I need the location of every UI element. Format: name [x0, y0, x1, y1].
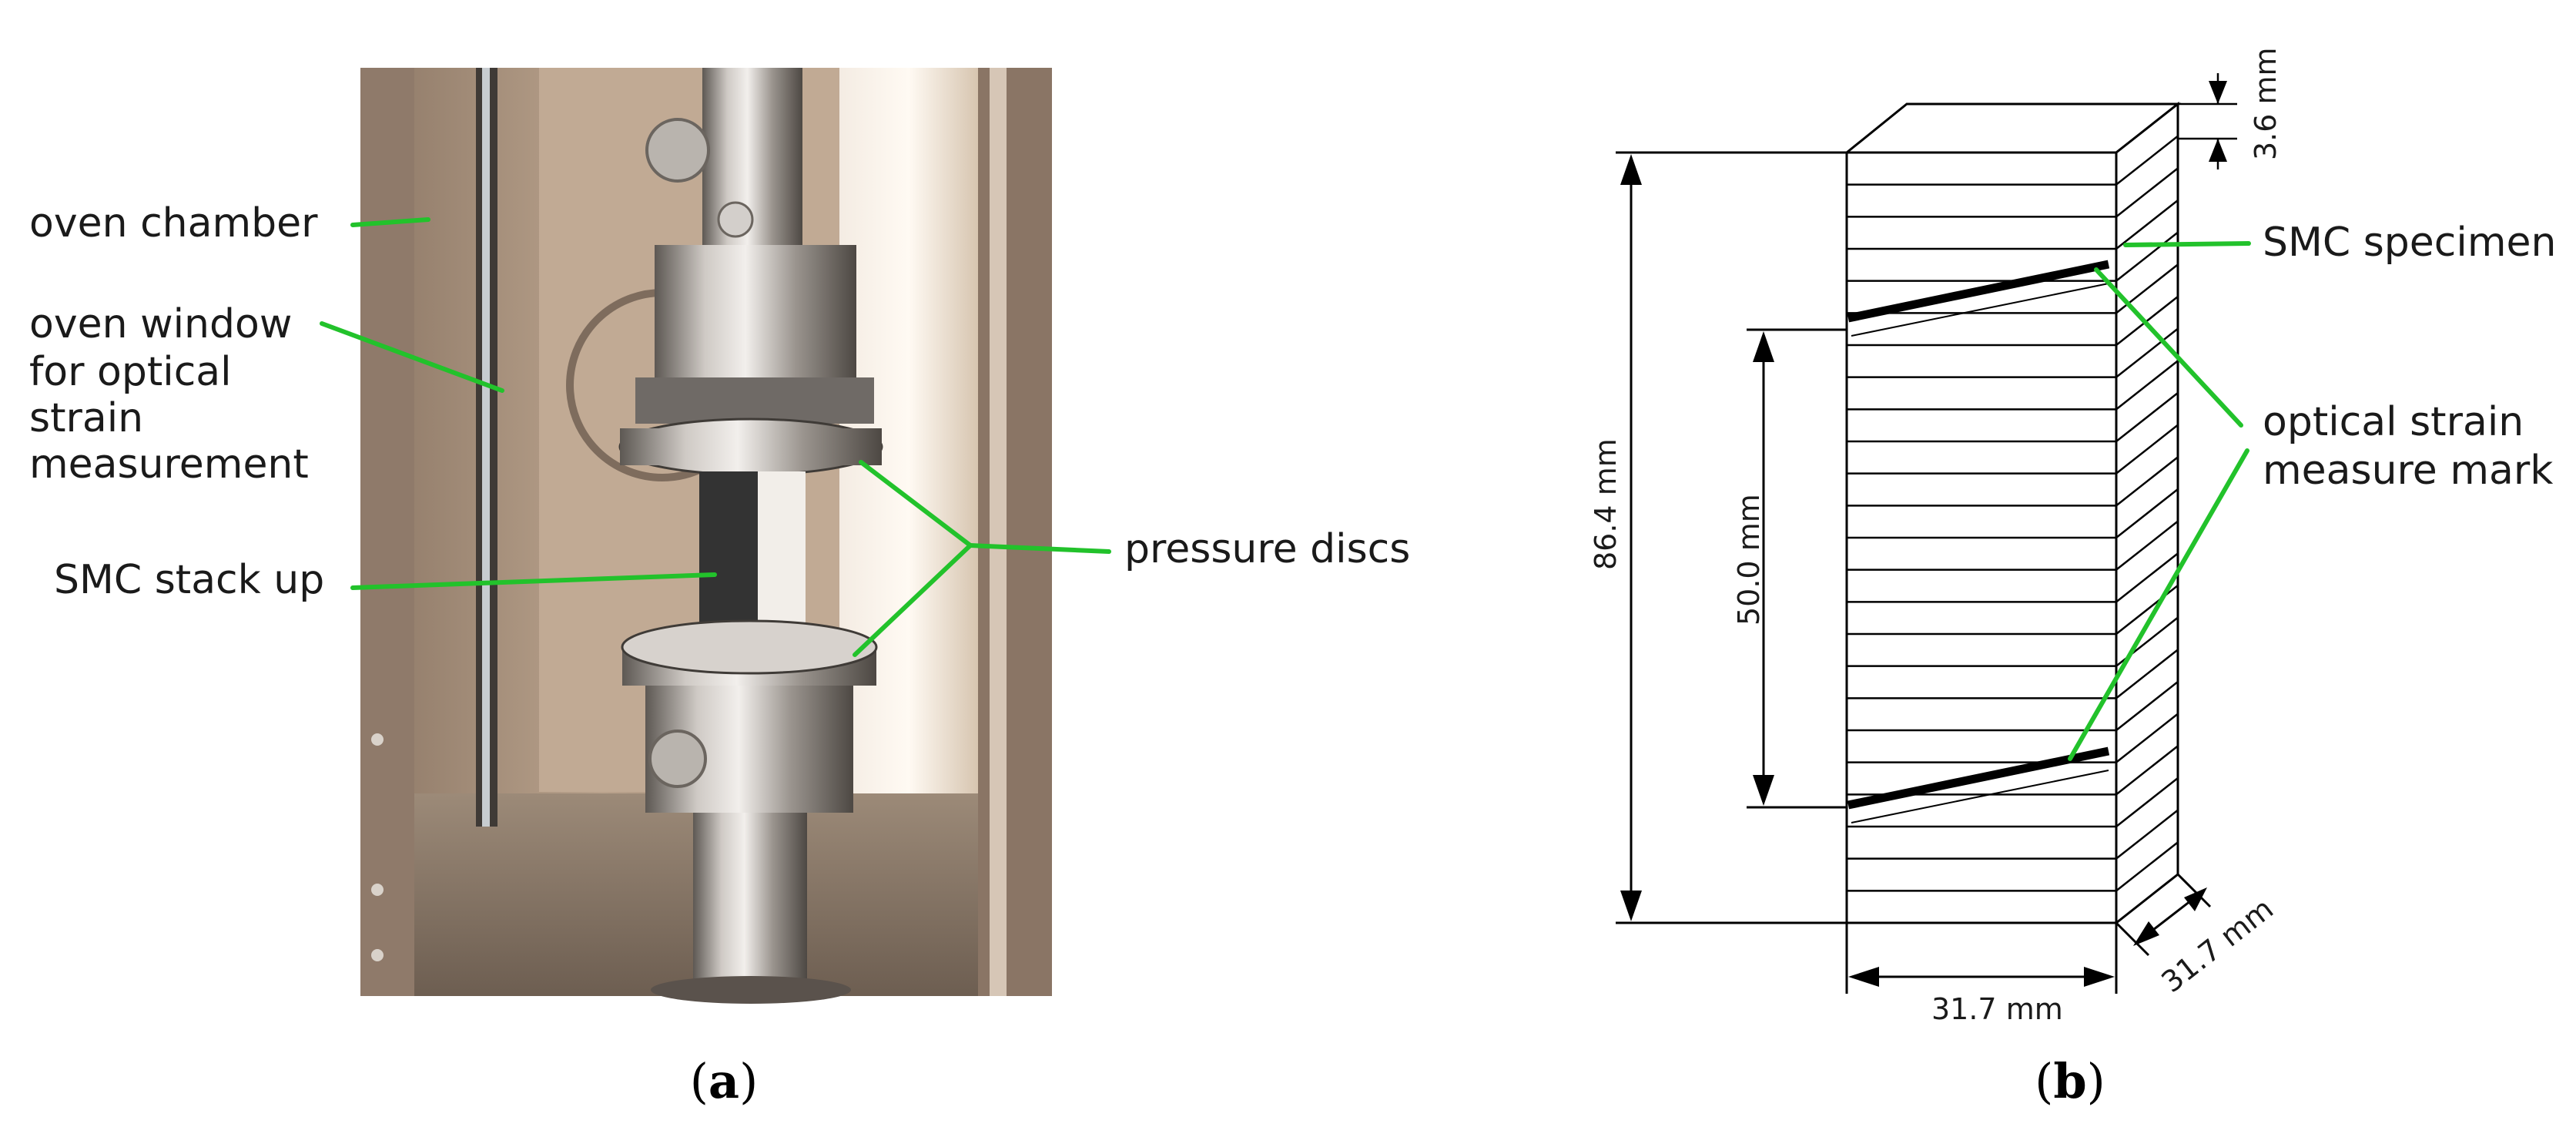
- label-pressure-discs: pressure discs: [1124, 526, 1410, 572]
- dim-width-arrow-left: [1848, 967, 1879, 987]
- side-layer-line: [2115, 200, 2179, 250]
- side-layer-line: [2115, 520, 2179, 571]
- side-layer-line: [2115, 456, 2179, 507]
- dim-width-label: 31.7 mm: [1931, 992, 2063, 1026]
- label-strain-mark-line-2: measure mark: [2263, 448, 2553, 494]
- lower-rod: [693, 813, 807, 996]
- dim-depth-label: 31.7 mm: [2155, 891, 2280, 999]
- side-layer-line: [2115, 777, 2179, 827]
- leader-strain-mark-top: [2094, 267, 2243, 428]
- strain-mark-bottom-shadow: [1851, 770, 2109, 823]
- specimen-layer-lines: [1847, 135, 2179, 892]
- caption-b: (b): [2035, 1053, 2105, 1109]
- leader-oven-chamber: [350, 217, 430, 227]
- dim-height-arrow-top: [1620, 154, 1642, 185]
- dim-gauge-arrow-top: [1753, 331, 1774, 362]
- strain-mark-top: [1847, 260, 2110, 323]
- side-layer-line: [2115, 167, 2179, 218]
- caption-a: (a): [690, 1053, 759, 1109]
- upper-knob: [645, 118, 710, 183]
- frame-screw-2: [371, 884, 384, 896]
- side-layer-line: [2115, 424, 2179, 475]
- side-layer-line: [2115, 745, 2179, 796]
- oven-right-edge: [990, 68, 1007, 996]
- dim-layer-arrow-top: [2209, 81, 2227, 104]
- lower-pressure-disc: [621, 619, 878, 675]
- panel-b-labels: SMC specimen optical strain measure mark: [2068, 220, 2556, 761]
- side-layer-line: [2115, 135, 2179, 186]
- dim-depth-back-ext: [2176, 873, 2212, 908]
- leader-smc-specimen: [2123, 241, 2251, 247]
- label-oven-window-line-3: strain: [29, 395, 143, 441]
- upper-pin: [717, 201, 754, 238]
- oven-right-frame: [978, 68, 1052, 996]
- dim-height-label: 86.4 mm: [1589, 438, 1623, 570]
- frame-screw-1: [371, 733, 384, 746]
- dim-layer-label: 3.6 mm: [2249, 47, 2283, 160]
- leader-oven-window: [320, 321, 504, 393]
- label-smc-stack-up: SMC stack up: [54, 557, 324, 603]
- label-smc-specimen: SMC specimen: [2263, 220, 2556, 266]
- side-layer-line: [2115, 681, 2179, 731]
- panel-a-labels: oven chamber oven window for optical str…: [29, 200, 1410, 657]
- side-layer-line: [2115, 713, 2179, 763]
- upper-disc-collar: [635, 377, 874, 424]
- side-layer-line: [2115, 488, 2179, 538]
- dim-depth-arrow-front: [2133, 921, 2159, 946]
- upper-clamp: [655, 245, 856, 391]
- side-layer-line: [2115, 231, 2179, 282]
- strain-mark-top-shadow: [1851, 283, 2109, 337]
- side-layer-line: [2115, 392, 2179, 442]
- dim-layer-arrow-bottom: [2209, 139, 2227, 162]
- oven-window-glass: [482, 68, 490, 827]
- leader-pressure-discs-upper: [859, 460, 973, 548]
- dim-width-arrow-right: [2084, 967, 2115, 987]
- label-oven-chamber: oven chamber: [29, 200, 318, 247]
- side-layer-line: [2115, 841, 2179, 892]
- dim-gauge-arrow-bottom: [1753, 775, 1774, 806]
- leader-pressure-discs-main: [968, 543, 1111, 554]
- leader-smc-stack: [350, 572, 717, 590]
- captions: (a) (b): [690, 1053, 2105, 1109]
- dim-depth-front-ext: [2115, 921, 2150, 957]
- label-oven-window-line-1: oven window: [29, 301, 292, 347]
- side-layer-line: [2115, 809, 2179, 860]
- oven-left-frame: [360, 68, 414, 996]
- panel-b-drawing: 86.4 mm 50.0 mm 3.6 mm 31.7 mm 31.7 mm: [1589, 47, 2283, 1026]
- dim-height-arrow-bottom: [1620, 891, 1642, 921]
- panel-a-photo: [360, 68, 1052, 1004]
- label-oven-window-line-2: for optical: [29, 349, 232, 395]
- leader-pressure-discs-lower: [853, 543, 973, 657]
- dim-gauge-label: 50.0 mm: [1732, 494, 1766, 626]
- strain-mark-bottom: [1847, 746, 2110, 810]
- lower-base: [651, 976, 851, 1004]
- side-layer-line: [2115, 296, 2179, 346]
- label-oven-window-line-4: measurement: [29, 441, 309, 488]
- side-layer-line: [2115, 360, 2179, 411]
- side-layer-line: [2115, 552, 2179, 603]
- upper-pressure-disc-rim: [620, 428, 882, 465]
- dim-depth-arrow-back: [2184, 887, 2207, 911]
- frame-screw-3: [371, 949, 384, 961]
- leader-strain-mark-bottom: [2068, 448, 2249, 761]
- label-strain-mark-line-1: optical strain: [2263, 399, 2524, 445]
- lower-knob: [648, 730, 707, 788]
- side-layer-line: [2115, 649, 2179, 699]
- oven-floor: [362, 793, 978, 996]
- side-layer-line: [2115, 327, 2179, 378]
